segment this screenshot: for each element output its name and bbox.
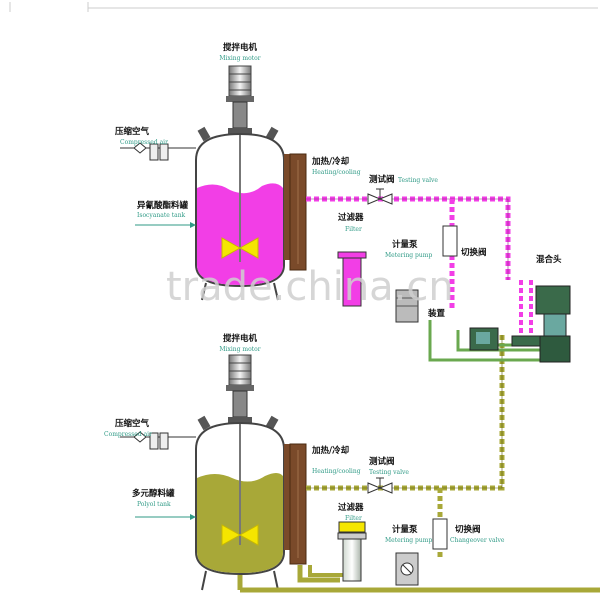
metering-pump-top: [395, 289, 419, 323]
motor-label-en-top: Mixing motor: [219, 55, 260, 62]
tank-label-zh-bottom: 多元醇料罐: [132, 488, 175, 499]
labels-top: 搅拌电机 Mixing motor 压缩空气 Compressed air 异氰…: [115, 42, 562, 319]
motor-label-en-bottom: Mixing motor: [219, 346, 260, 353]
air-label-zh-top: 压缩空气: [115, 126, 150, 137]
pump-label-zh-bottom: 计量泵: [392, 524, 418, 535]
filter-label-en-bottom: Filter: [345, 515, 362, 522]
testing-valve-bottom: [367, 477, 393, 494]
air-intake-bottom: [120, 431, 196, 450]
heat-label-zh-top: 加热/冷却: [311, 156, 349, 167]
filter-label-en-top: Filter: [345, 226, 362, 233]
frame-lines: [9, 2, 598, 12]
filter-label-zh-top: 过滤器: [338, 212, 364, 223]
tank-label-en-bottom: Polyol tank: [137, 501, 171, 508]
motor-label-zh-top: 搅拌电机: [223, 42, 258, 53]
valve-label-zh-bottom: 测试阀: [369, 456, 395, 467]
polyol-tank: [195, 354, 285, 591]
air-label-zh-bottom: 压缩空气: [115, 418, 150, 429]
tank-label-en-top: Isocyanate tank: [137, 212, 186, 219]
mixing-motor-bottom: [226, 354, 254, 424]
valve-label-en-bottom: Testing valve: [369, 469, 409, 476]
impeller-top: [221, 237, 259, 259]
motor-label-zh-bottom: 搅拌电机: [223, 333, 258, 344]
heating-cooling-jacket-top: [284, 153, 307, 271]
pump-label-en-bottom: Metering pump: [385, 537, 432, 544]
device-label: 装置: [427, 308, 446, 319]
isocyanate-tank: [195, 65, 285, 301]
air-label-en-bottom: Compressed air: [104, 431, 152, 438]
tank-label-zh-top: 异氰酸酯料罐: [137, 200, 189, 211]
pump-label-en-top: Metering pump: [385, 252, 432, 259]
heat-label-en-bottom: Heating/cooling: [312, 468, 361, 475]
filter-bottom: [337, 521, 367, 582]
air-label-en-top: Compressed air: [120, 139, 168, 146]
testing-valve-top: [367, 188, 393, 205]
pump-label-zh-top: 计量泵: [392, 239, 418, 250]
labels-bottom: 搅拌电机 Mixing motor 压缩空气 Compressed air 多元…: [104, 333, 505, 544]
change-label-en-bottom: Changeover valve: [450, 537, 505, 544]
change-label-zh-bottom: 切换阀: [455, 524, 481, 535]
mix-head-label: 混合头: [536, 254, 562, 265]
metering-pump-bottom: [395, 552, 419, 586]
change-label-zh-top: 切换阀: [461, 247, 487, 258]
valve-label-zh-top: 测试阀: [369, 174, 395, 185]
changeover-valve-top: [442, 225, 458, 257]
heat-label-zh-bottom: 加热/冷却: [311, 445, 349, 456]
tank-inlet-arrows: [135, 222, 196, 520]
filter-label-zh-bottom: 过滤器: [338, 502, 364, 513]
changeover-valve-bottom: [432, 518, 448, 550]
heating-cooling-jacket-bottom: [284, 443, 307, 565]
heat-label-en-top: Heating/cooling: [312, 169, 361, 176]
impeller-bottom: [221, 524, 259, 546]
mixing-head: [511, 285, 571, 363]
mixing-motor-top: [226, 65, 254, 135]
air-intake-top: [120, 142, 196, 161]
hydraulic-unit: [469, 327, 499, 351]
filter-top: [337, 251, 367, 307]
watermark: trade.china.cn: [166, 264, 454, 310]
valve-label-en-top: Testing valve: [398, 177, 438, 184]
